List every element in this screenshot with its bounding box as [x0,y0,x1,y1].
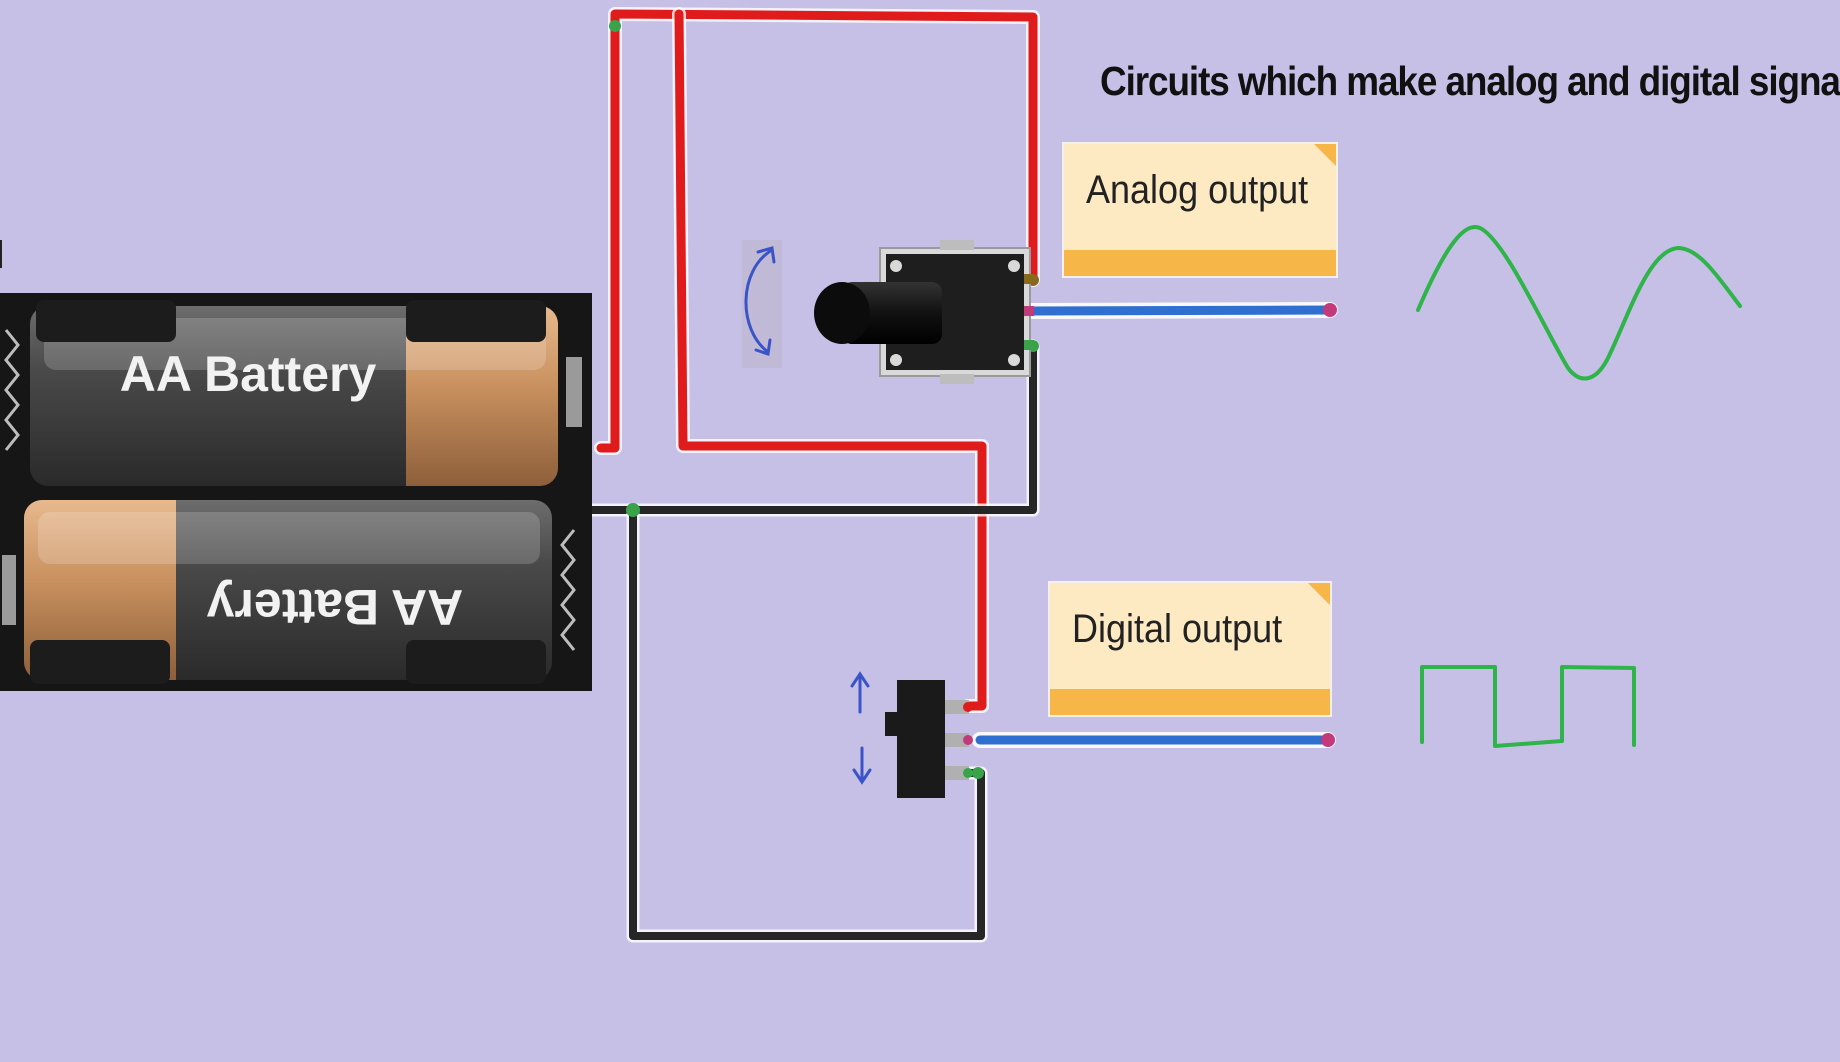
slide-switch-pin-2 [945,733,969,747]
note-fold-corner [1314,144,1336,166]
terminal-top [566,357,582,427]
wire-output [972,302,1338,748]
potentiometer-pin-3 [1024,340,1034,350]
battery-cell-bottom-highlight [38,512,540,564]
diagram-title: Circuits which make analog and digital s… [1100,58,1840,104]
analog-output-label: Analog output [1086,168,1309,212]
wire-analog-output [1026,305,1335,316]
digital-square-wave [1420,665,1636,748]
junction-switch-ground [972,767,984,779]
battery-cell-bottom-clip-right [406,640,546,684]
spring-right-bottom [560,529,576,651]
wire-positive-branch [674,9,987,711]
wire-positive [594,7,1040,713]
slide-switch-lever [885,712,901,736]
rotate-arrow-icon [742,240,782,368]
potentiometer-pin-1 [1024,274,1034,284]
analog-output-note: Analog output [1064,144,1336,276]
slide-switch-body [897,680,945,798]
slide-switch-contact-3 [963,768,973,778]
potentiometer-screw-1 [890,260,902,272]
battery-cell-top-clip-left [36,300,176,342]
battery-label-bottom: AA Battery [207,579,464,635]
wire-ground [583,339,1040,943]
arrow-down [852,746,872,785]
battery-cell-bottom-clip-left [30,640,170,684]
potentiometer-screw-2 [1008,260,1020,272]
wire-analog-end [1323,303,1337,317]
potentiometer-shaft [842,282,942,344]
slide-switch-pin-1 [945,700,969,714]
slide-switch-contact-2 [963,735,973,745]
rotate-arrow-curve [744,248,774,354]
wire-ground-a [586,342,1037,514]
potentiometer-icon [814,240,1034,384]
terminal-bottom [2,555,16,625]
potentiometer-screw-4 [1008,354,1020,366]
potentiometer-tab-bottom [940,374,974,384]
slide-switch-pin-3 [945,766,969,780]
analog-sine-wave [1416,224,1742,381]
slide-switch-contact-1 [963,702,973,712]
potentiometer-knob-face [814,282,870,344]
note-accent-bar [1064,250,1336,276]
battery-cell-top-clip-right [406,300,546,342]
slide-switch-icon [885,680,973,798]
potentiometer-tab-top [940,240,974,250]
potentiometer-screw-3 [890,354,902,366]
battery-label-top: AA Battery [120,346,377,402]
note-accent-bar [1050,689,1330,715]
up-down-arrow-icon [850,671,872,785]
potentiometer-pin-2 [1024,306,1034,316]
battery-holder: AA Battery AA Battery [0,293,592,691]
digital-output-note: Digital output [1050,583,1330,715]
junction-top-left [609,20,621,32]
rotate-arrow-head-bottom [754,338,772,356]
wire-positive-main [596,9,1038,453]
note-fold-corner [1308,583,1330,605]
spring-left-top [4,329,20,451]
arrow-up [850,671,870,714]
rotate-arrow-head-top [756,246,776,264]
junction-ground [626,503,640,517]
digital-output-label: Digital output [1072,607,1283,651]
wire-digital-end [1321,733,1335,747]
